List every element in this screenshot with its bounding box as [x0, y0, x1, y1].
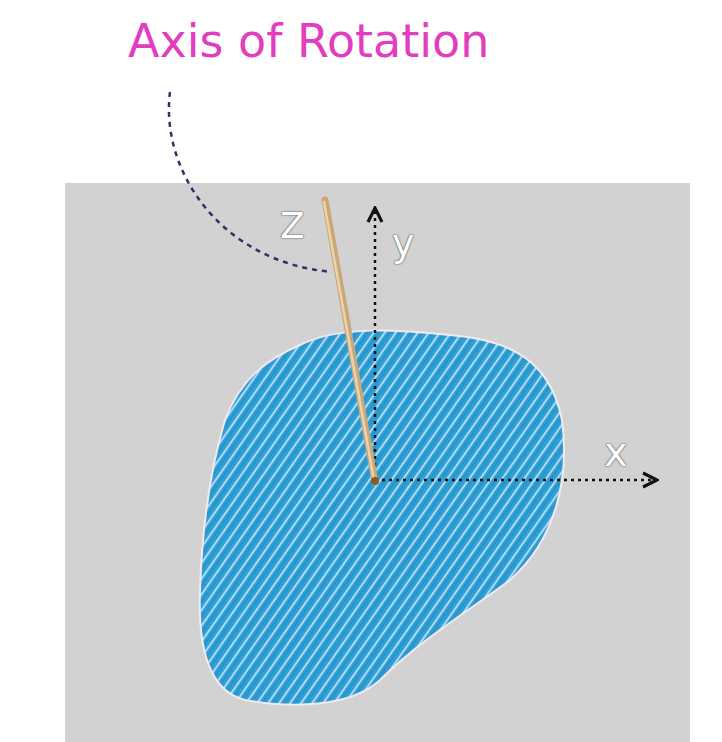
axis-title: Axis of Rotation — [128, 18, 489, 64]
backdrop — [65, 183, 690, 742]
axis-letter: x — [604, 432, 628, 472]
axis-stick — [325, 200, 375, 482]
axis-letter: y — [392, 224, 415, 262]
leader-line — [169, 92, 332, 272]
axis-stick-highlight — [324, 202, 374, 480]
y-axis — [374, 208, 377, 480]
stick-base — [371, 477, 379, 485]
x-axis — [375, 479, 657, 482]
axis-letter: Z — [280, 208, 305, 244]
backdrop-shade — [65, 183, 690, 742]
blob-disc — [200, 331, 564, 705]
